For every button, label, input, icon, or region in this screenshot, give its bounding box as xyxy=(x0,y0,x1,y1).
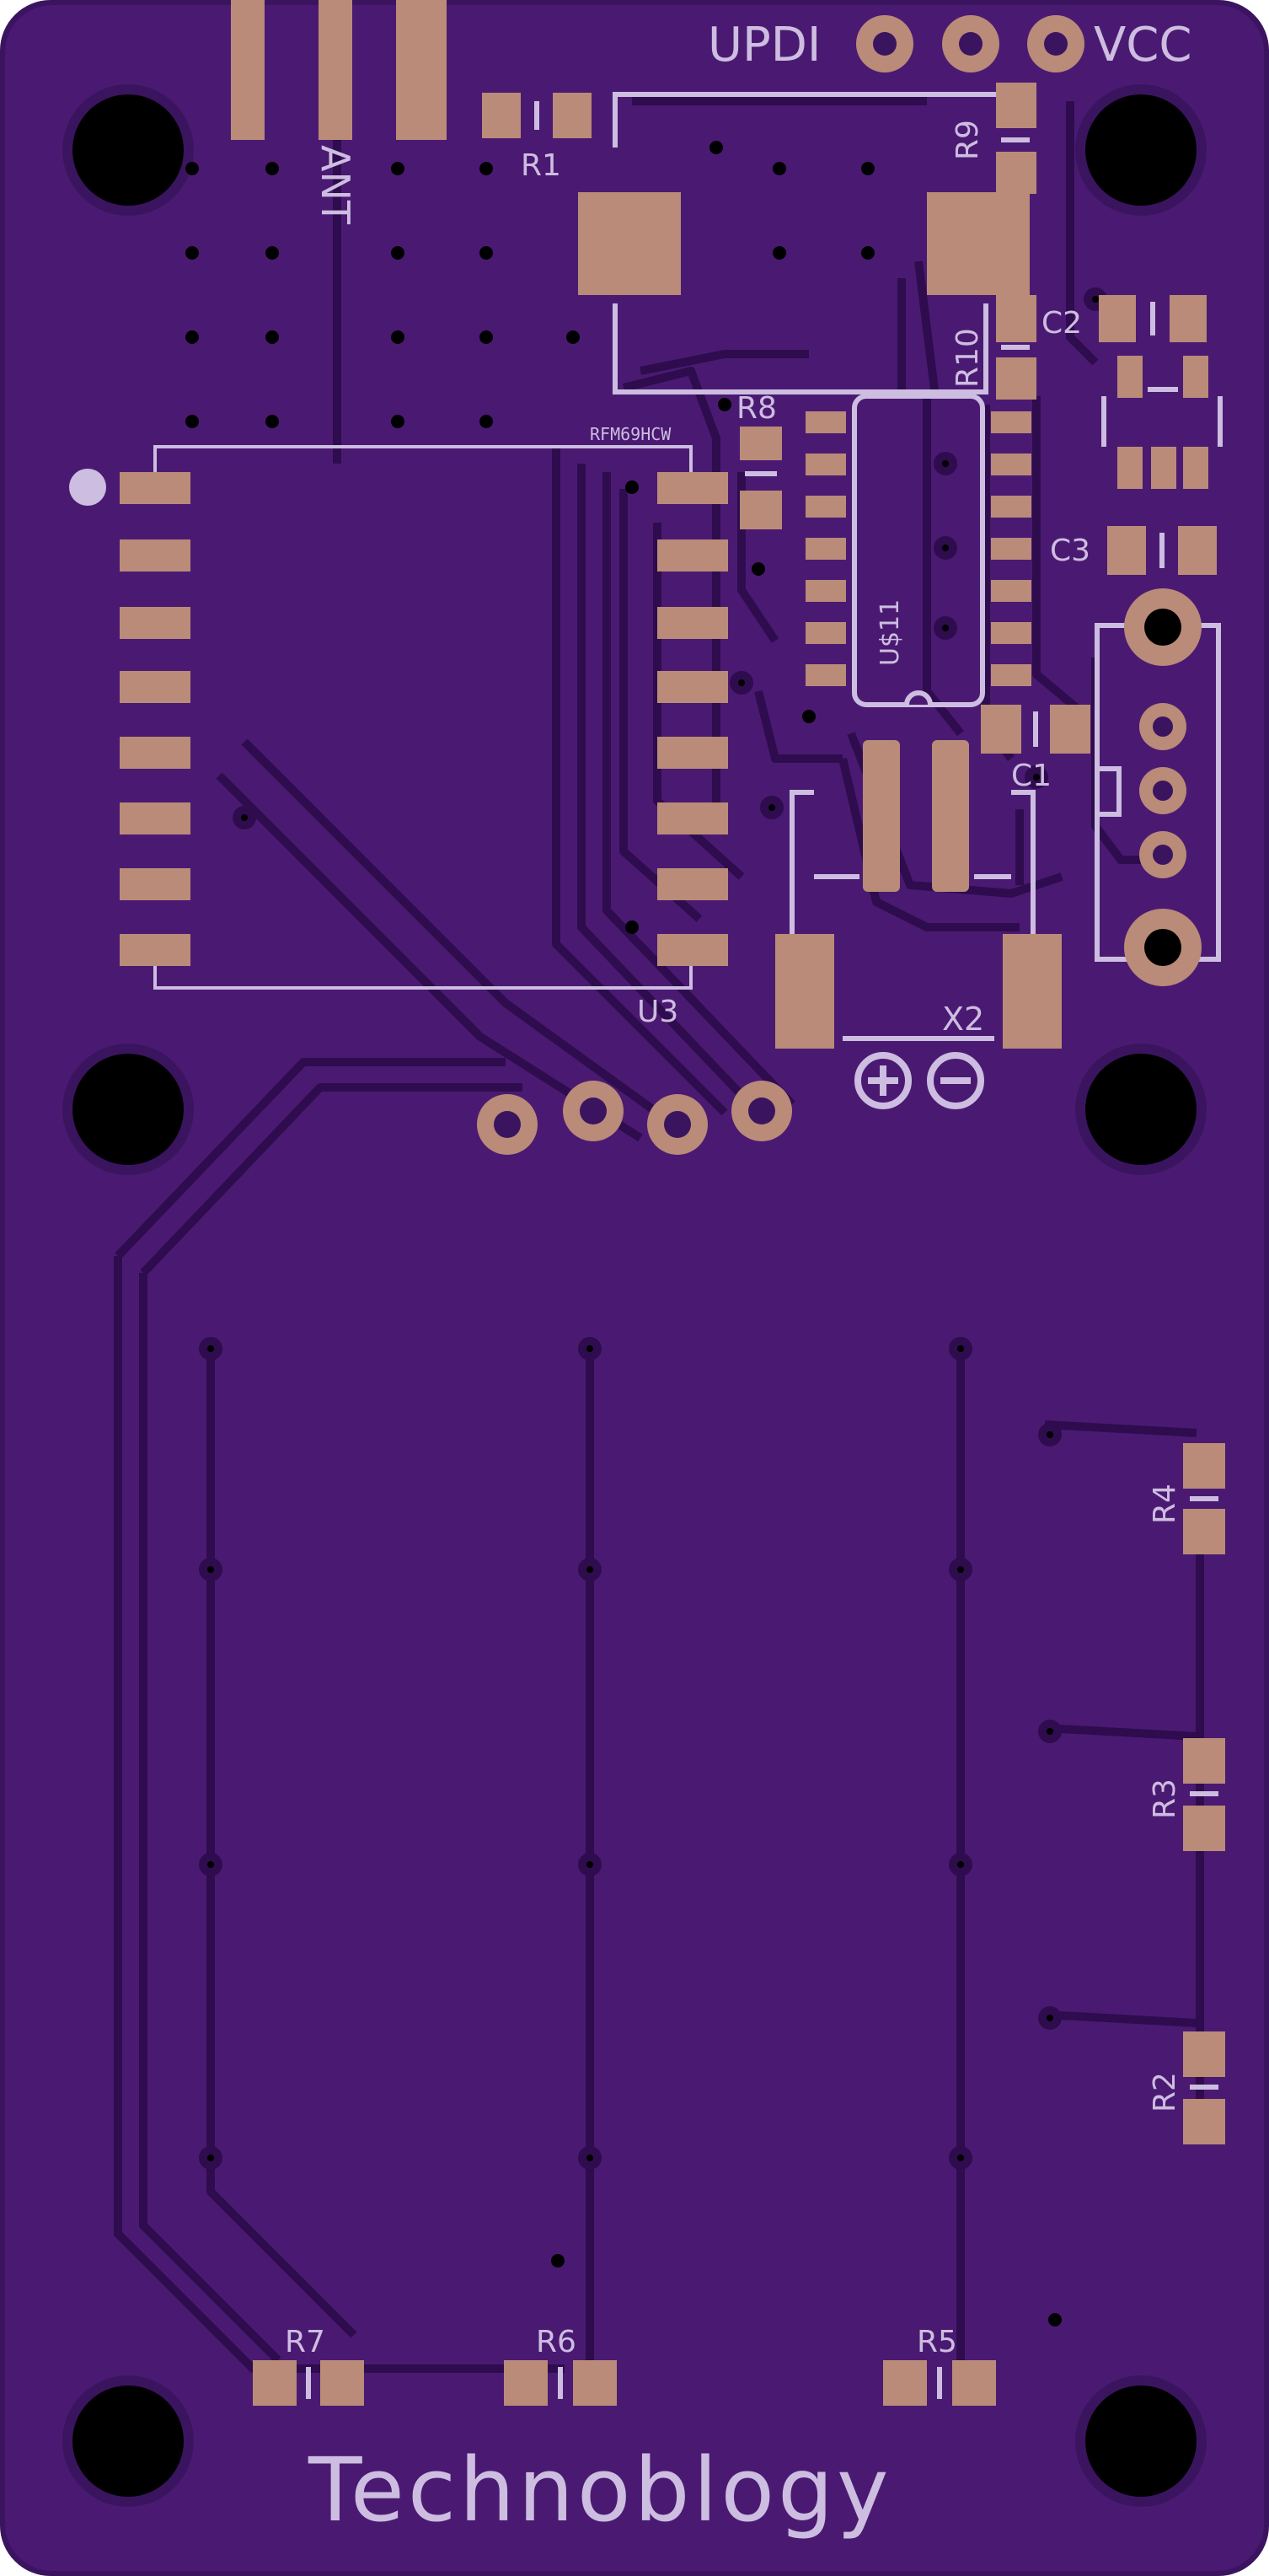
battery-holder-x2: X2 xyxy=(775,740,1062,1109)
brand-label: Technoblogy xyxy=(308,2439,892,2541)
programming-header: UPDI VCC xyxy=(708,15,1192,72)
r1-label: R1 xyxy=(521,148,561,183)
ant-label: ANT xyxy=(313,145,358,225)
c2-label: C2 xyxy=(1041,306,1082,341)
vias xyxy=(185,141,1062,2326)
side-connector xyxy=(1095,588,1221,986)
c3-label: C3 xyxy=(1050,534,1090,568)
resistor-r1: R1 xyxy=(482,93,592,183)
r10-label: R10 xyxy=(950,328,985,388)
mounting-holes xyxy=(62,84,1207,2507)
capacitor-c3: C3 xyxy=(1050,526,1217,575)
r7-label: R7 xyxy=(285,2325,325,2359)
r3-label: R3 xyxy=(1148,1779,1182,1819)
capacitor-c2: C2 xyxy=(1041,295,1207,342)
r2-label: R2 xyxy=(1148,2072,1182,2112)
sot23-package xyxy=(1101,356,1223,489)
resistor-r2: R2 xyxy=(1148,2031,1225,2144)
r9-label: R9 xyxy=(950,120,985,160)
ant-text: ANT xyxy=(313,145,358,225)
r8-label: R8 xyxy=(736,391,777,426)
radio-module-u3: RFM69HCW U3 xyxy=(69,424,728,1029)
capacitor-c1: C1 xyxy=(981,705,1090,793)
microcontroller-u11: U$11 xyxy=(806,394,1031,707)
rfm-label: RFM69HCW xyxy=(590,424,672,444)
r6-label: R6 xyxy=(536,2325,576,2359)
resistor-r7: R7 xyxy=(253,2325,364,2406)
minus-symbol xyxy=(927,1052,984,1109)
u3-label: U3 xyxy=(637,995,678,1029)
copper-pour xyxy=(5,5,1264,2571)
r4-label: R4 xyxy=(1148,1484,1182,1524)
resistor-r10: R10 xyxy=(950,295,1036,400)
x2-label: X2 xyxy=(942,1001,984,1038)
resistor-r3: R3 xyxy=(1148,1738,1225,1851)
regulator xyxy=(578,92,1030,394)
four-pin-header xyxy=(477,1081,792,1155)
resistor-r8: R8 xyxy=(736,391,782,529)
r5-label: R5 xyxy=(917,2325,957,2359)
resistor-r9: R9 xyxy=(950,83,1036,194)
u11-label: U$11 xyxy=(875,599,905,666)
through-vias xyxy=(199,287,1107,2170)
c1-label: C1 xyxy=(1011,759,1052,793)
antenna-pads xyxy=(231,0,447,140)
resistor-r4: R4 xyxy=(1148,1443,1225,1554)
plus-symbol xyxy=(854,1052,912,1109)
resistor-r6: R6 xyxy=(504,2325,617,2406)
updi-label: UPDI xyxy=(708,18,821,72)
vcc-label: VCC xyxy=(1094,18,1192,72)
resistor-r5: R5 xyxy=(883,2325,996,2406)
